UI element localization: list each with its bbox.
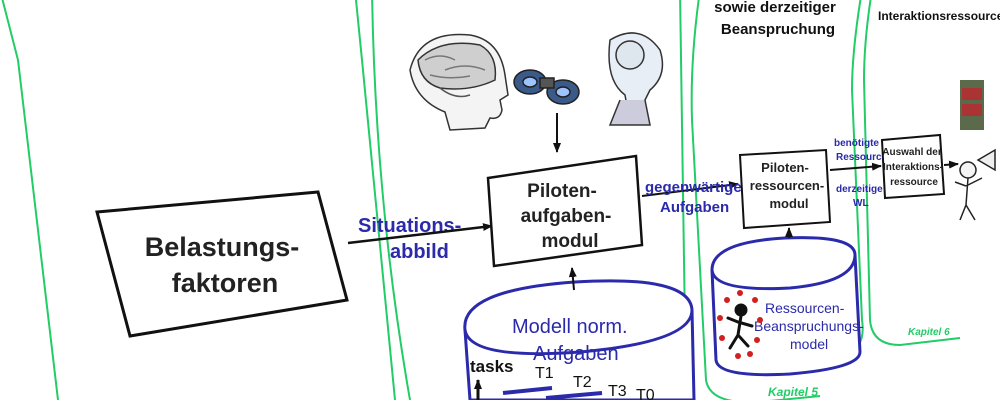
- ressourcen-model-line1: Ressourcen-: [765, 300, 845, 316]
- arrow-aufgaben-to-ressourcen: [641, 181, 739, 197]
- benoetigte-ressourcen-label: benötigte Ressourcen: [834, 138, 893, 163]
- aufgabenmodul-line3: modul: [542, 231, 599, 252]
- header-column-3: sowie derzeitiger Beanspruchung: [714, 0, 836, 38]
- belastungsfaktoren-box: Belastungs- faktoren: [95, 190, 349, 338]
- task-t3-label: T3: [608, 383, 627, 400]
- derzeitige-wl-label: derzeitige WL: [836, 184, 883, 209]
- benoetigte-line2: Ressourcen: [836, 152, 893, 163]
- auswahl-line1: Auswahl der: [882, 147, 942, 158]
- derzeitige-line2: WL: [853, 198, 869, 209]
- aufgabenmodul-line2: aufgaben-: [521, 206, 612, 227]
- modell-norm-aufgaben-cylinder: Modell norm. Aufgaben tasks T1 T2 T3 T0: [463, 279, 696, 400]
- arrow-auswahl-to-output: [943, 160, 959, 169]
- ressourcen-model-line2: Beanspruchungs-: [754, 318, 864, 334]
- pilotenressourcenmodul-box: Piloten- ressourcen- modul: [738, 148, 832, 230]
- derzeitige-line1: derzeitige: [836, 184, 883, 195]
- task-t2-label: T2: [573, 374, 592, 391]
- pilotenaufgabenmodul-box: Piloten- aufgaben- modul: [486, 154, 644, 268]
- brain-head-icon: [409, 33, 509, 131]
- situationsabbild-line1: Situations-: [358, 215, 461, 237]
- kapitel5-label: Kapitel 5: [768, 385, 818, 399]
- gegenwaertige-line2: Aufgaben: [660, 199, 729, 216]
- task-t0-label: T0: [636, 387, 655, 400]
- ressourcen-beanspruchungs-cylinder: Ressourcen- Beanspruchungs- model: [710, 236, 864, 377]
- helmet-icon: [608, 32, 664, 126]
- column-1-outline: [1, 0, 396, 400]
- auswahl-line2: Interaktions-: [883, 162, 943, 173]
- benoetigte-line1: benötigte: [834, 138, 879, 149]
- belastungsfaktoren-line1: Belastungs-: [145, 232, 300, 262]
- modell-line1: Modell norm.: [512, 316, 628, 338]
- modell-tasks-label: tasks: [470, 357, 513, 376]
- kapitel6-label: Kapitel 6: [908, 327, 950, 338]
- gegenwaertige-line1: gegenwärtige: [645, 179, 742, 196]
- task-t1-label: T1: [535, 365, 554, 382]
- header-column-4: Interaktionsressource: [878, 9, 1000, 23]
- ressourcen-model-line3: model: [790, 336, 828, 352]
- modell-line2: Aufgaben: [533, 343, 619, 365]
- task-t1-bar: [502, 386, 553, 395]
- ressourcenmodul-line1: Piloten-: [761, 160, 809, 175]
- aufgabenmodul-line1: Piloten-: [527, 181, 597, 202]
- task-t2-bar: [545, 391, 603, 400]
- auswahl-interaktionsressource-box: Auswahl der Interaktions- ressource: [880, 133, 946, 200]
- header-col3-line2: Beanspruchung: [721, 21, 835, 38]
- ressourcenmodul-line2: ressourcen-: [750, 178, 824, 193]
- situationsabbild-line2: abbild: [390, 241, 449, 263]
- header-col4-line1: Interaktionsressource: [878, 9, 1000, 23]
- auswahl-line3: ressource: [890, 177, 938, 188]
- arrow-ressourcen-to-auswahl: [829, 162, 882, 171]
- stick-figure-icon: [717, 290, 763, 359]
- pilot-figure-icon: [954, 148, 996, 221]
- column-4-outline: [862, 0, 961, 347]
- arrow-belastung-to-aufgaben: [347, 223, 493, 245]
- binoculars-icon: [513, 69, 580, 105]
- arrow-cylinder-to-aufgaben: [568, 267, 577, 291]
- header-col3-line1: sowie derzeitiger: [714, 0, 836, 16]
- ressourcenmodul-line3: modul: [770, 196, 809, 211]
- belastungsfaktoren-line2: faktoren: [172, 268, 279, 298]
- gegenwaertige-aufgaben-label: gegenwärtige Aufgaben: [645, 179, 742, 216]
- warning-sign-icon: [960, 80, 984, 130]
